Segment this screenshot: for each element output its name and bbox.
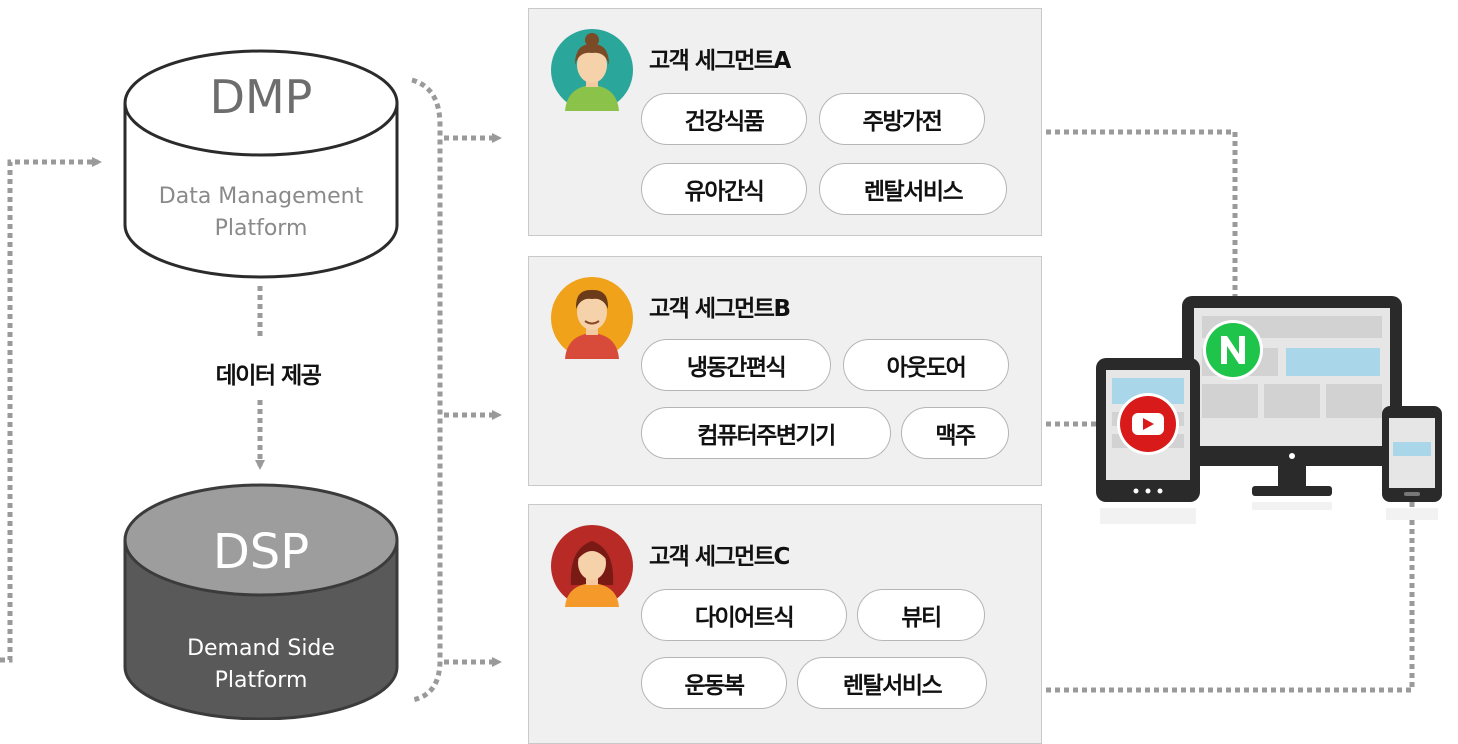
- segment-a-tag: 유아간식: [641, 163, 807, 215]
- avatar-man-orange-icon: [551, 277, 633, 359]
- segment-a-to-naver-line: [1046, 129, 1240, 322]
- data-provide-label: 데이터 제공: [215, 363, 322, 389]
- dmp-subtitle-line2: Platform: [214, 216, 308, 241]
- naver-icon: [1203, 320, 1263, 380]
- segment-branch-line: [411, 77, 443, 703]
- segment-c-to-phone-line: [1046, 470, 1417, 693]
- dsp-cylinder: [123, 483, 399, 720]
- segment-a-tag: 건강식품: [641, 93, 807, 145]
- segment-b-tag: 맥주: [901, 407, 1009, 459]
- dsp-title: DSP: [212, 524, 310, 580]
- feedback-loop-line: [0, 157, 102, 663]
- segment-c-tag: 뷰티: [857, 589, 985, 641]
- devices-illustration: [1096, 296, 1442, 524]
- dmp-title: DMP: [209, 70, 313, 124]
- dmp-cylinder: [123, 49, 399, 279]
- segment-c-tag: 렌탈서비스: [797, 657, 987, 709]
- segment-c-tag: 다이어트식: [641, 589, 847, 641]
- segment-panel-c: 고객 세그먼트C 다이어트식 뷰티 운동복 렌탈서비스: [528, 504, 1042, 744]
- segment-b-title: 고객 세그먼트B: [649, 296, 791, 322]
- segment-a-tag: 렌탈서비스: [819, 163, 1007, 215]
- segment-c-tag: 운동복: [641, 657, 787, 709]
- segment-b-tag: 컴퓨터주변기기: [641, 407, 891, 459]
- segment-panel-a: 고객 세그먼트A 건강식품 주방가전 유아간식 렌탈서비스: [528, 8, 1042, 236]
- phone-icon: [1382, 406, 1442, 502]
- segment-b-tag: 아웃도어: [843, 339, 1009, 391]
- youtube-icon: [1117, 393, 1179, 455]
- segment-a-title: 고객 세그먼트A: [649, 48, 791, 74]
- dmp-subtitle-line1: Data Management: [158, 184, 364, 209]
- dsp-subtitle-line1: Demand Side: [187, 636, 335, 661]
- segment-b-tag: 냉동간편식: [641, 339, 831, 391]
- segment-a-tag: 주방가전: [819, 93, 985, 145]
- segment-panel-b: 고객 세그먼트B 냉동간편식 아웃도어 컴퓨터주변기기 맥주: [528, 256, 1042, 486]
- dsp-subtitle-line2: Platform: [214, 668, 308, 693]
- avatar-woman-red-icon: [551, 525, 633, 607]
- avatar-woman-green-icon: [551, 29, 633, 111]
- segment-c-title: 고객 세그먼트C: [649, 544, 790, 570]
